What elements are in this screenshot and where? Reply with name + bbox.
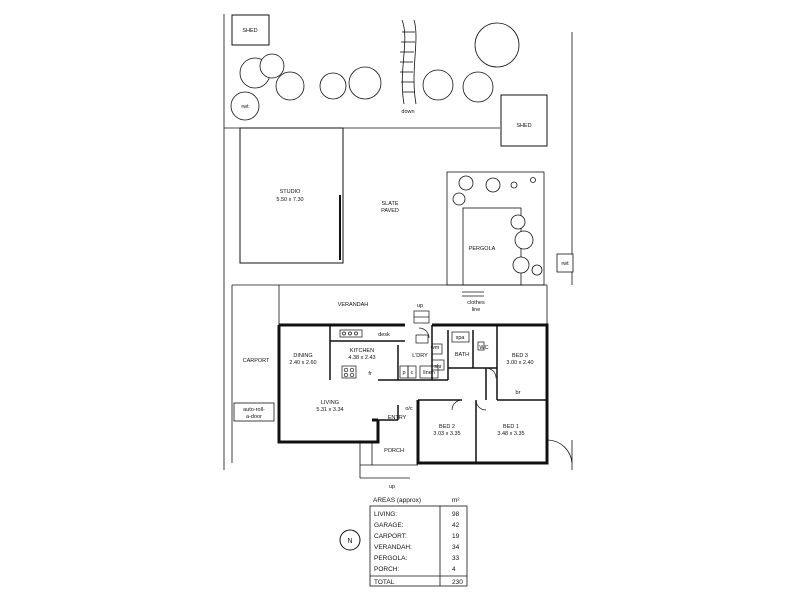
ldry-label: L'DRY [412, 353, 428, 359]
p-label: p [402, 370, 405, 376]
area-row-label: PERGOLA: [374, 555, 407, 562]
porch [359, 442, 418, 479]
bed1-label: BED 1 [503, 424, 519, 430]
area-row-label: LIVING: [374, 511, 397, 518]
verandah-step [413, 310, 430, 324]
spa-label: spa [456, 335, 466, 341]
area-row-label: CARPORT: [374, 533, 407, 540]
driveway-arc [547, 439, 573, 464]
up-top-label: up [417, 303, 423, 309]
line-label: line [472, 307, 481, 313]
area-row-label: PORCH: [374, 566, 399, 573]
slate-label: SLATE [381, 201, 398, 207]
area-row-value: 33 [452, 555, 460, 562]
area-row-label: VERANDAH: [374, 544, 412, 551]
rwt-right-label: rwt [561, 261, 569, 267]
shed-right: SHED [500, 94, 548, 147]
carport-label: CARPORT [243, 358, 270, 364]
studio-label: STUDIO [280, 189, 302, 195]
shr-label: shr [434, 364, 442, 370]
bed1-dim: 3.48 x 3.35 [497, 431, 524, 437]
kitchen-dim: 4.38 x 2.43 [348, 355, 375, 361]
verandah-label: VERANDAH [338, 302, 369, 308]
house-walls [277, 323, 549, 465]
pergola-label: PERGOLA [469, 246, 496, 252]
area-row-value: 42 [452, 522, 460, 529]
trees-top [239, 22, 520, 103]
auto-roller-door: auto-roll- a-door [233, 402, 275, 422]
bed3-label: BED 3 [512, 353, 528, 359]
bath-label: BATH [455, 352, 469, 358]
living-dim: 5.31 x 3.34 [316, 407, 343, 413]
up-bottom-label: up [389, 484, 395, 490]
area-row-value: 98 [452, 511, 460, 518]
entry-label: ENTRY [388, 415, 407, 421]
kitchen-label: KITCHEN [350, 348, 374, 354]
verandah [231, 284, 548, 463]
living-label: LIVING [321, 400, 339, 406]
paved-label: PAVED [381, 208, 399, 214]
clothes-label: clothes [467, 300, 485, 306]
bed3-dim: 3.00 x 2.40 [506, 360, 533, 366]
area-row-value: 34 [452, 544, 460, 551]
total-value: 230 [452, 579, 463, 586]
area-row-value: 4 [452, 566, 456, 573]
dining-label: DINING [293, 353, 312, 359]
total-label: TOTAL [374, 579, 395, 586]
br-label: br [516, 390, 521, 396]
rwt-right: rwt [556, 253, 574, 273]
porch-label: PORCH [384, 448, 404, 454]
areas-header: AREAS (approx) [373, 497, 421, 504]
fr-label: fr [368, 371, 372, 377]
studio: STUDIO 5.50 x 7.30 [239, 127, 344, 264]
desk-label: desk [378, 332, 390, 338]
wm-label: wm [430, 345, 440, 351]
auto-line1: auto-roll- [243, 407, 265, 413]
fixtures [339, 327, 497, 411]
rwt-left-label: rwt [241, 104, 249, 110]
oc-label: o/c [405, 406, 413, 412]
compass-label: N [347, 538, 352, 545]
pergola [446, 171, 545, 297]
areas-unit: m² [452, 497, 460, 504]
area-row-value: 19 [452, 533, 460, 540]
dining-dim: 2.40 x 2.60 [289, 360, 316, 366]
shed-top-label: SHED [242, 28, 257, 34]
studio-dim: 5.50 x 7.30 [276, 197, 303, 203]
auto-line2: a-door [246, 414, 262, 420]
stairs-down [400, 19, 417, 105]
north-compass: N [339, 529, 361, 551]
bed2-label: BED 2 [439, 424, 455, 430]
c-label: c [411, 370, 414, 376]
area-row-label: GARAGE: [374, 522, 404, 529]
interior-walls [329, 325, 547, 463]
rwt-left: rwt [230, 91, 260, 121]
shed-right-label: SHED [516, 123, 531, 129]
down-label: down [401, 109, 414, 115]
bed2-dim: 3.03 x 3.35 [433, 431, 460, 437]
wc-label: WC [479, 345, 488, 351]
linen-label: linen [423, 370, 435, 376]
shed-top: SHED [231, 14, 270, 46]
